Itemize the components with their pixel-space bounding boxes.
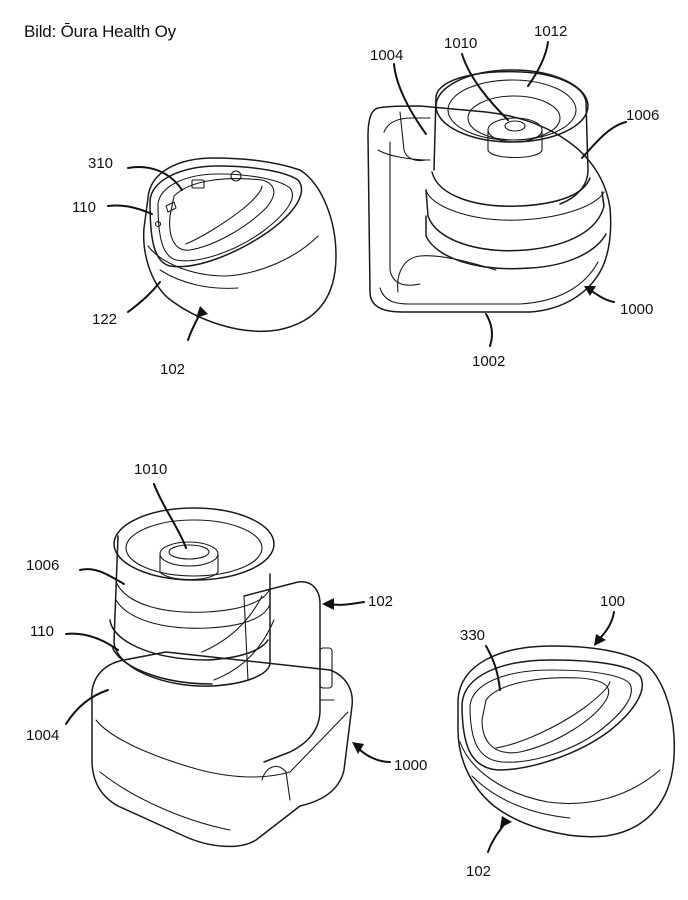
label-1002: 1002: [472, 353, 505, 370]
label-1004: 1004: [370, 47, 403, 64]
label-1000: 1000: [620, 301, 653, 318]
label-310: 310: [88, 155, 113, 172]
figure-ring-in-cup-leaders: [107, 166, 208, 341]
figure-charger-with-ring: [91, 507, 354, 848]
label-1010: 1010: [444, 35, 477, 52]
figure-ring-in-cup: [142, 157, 337, 332]
label-1004-b: 1004: [26, 727, 59, 744]
label-110: 110: [72, 199, 96, 216]
image-credit: Bild: Ōura Health Oy: [24, 22, 176, 41]
label-102: 102: [160, 361, 185, 378]
figure-charger-base: [367, 69, 612, 313]
label-1000-b: 1000: [394, 757, 427, 774]
figure-charger-with-ring-leaders: [65, 483, 391, 763]
label-102-b: 102: [368, 593, 393, 610]
label-1006-b: 1006: [26, 557, 59, 574]
label-110-b: 110: [30, 623, 54, 640]
figure-ring-cover: [457, 645, 676, 838]
figure-ring-cover-leaders: [485, 611, 615, 853]
label-122: 122: [92, 311, 117, 328]
label-1012: 1012: [534, 23, 567, 40]
label-1010-b: 1010: [134, 461, 167, 478]
label-100: 100: [600, 593, 625, 610]
label-1006: 1006: [626, 107, 659, 124]
label-330: 330: [460, 627, 485, 644]
figure-charger-base-leaders: [393, 41, 627, 347]
label-102-c: 102: [466, 863, 491, 880]
